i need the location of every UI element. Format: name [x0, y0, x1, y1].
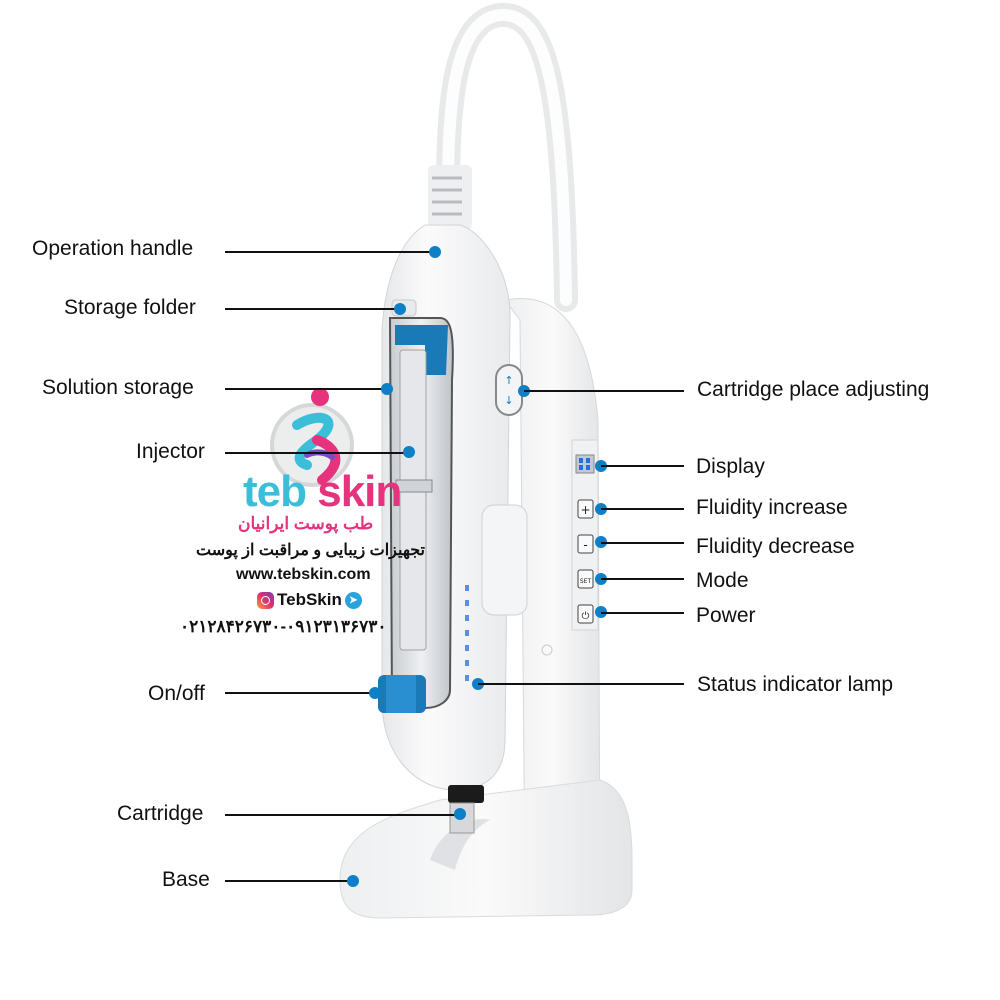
leader-line — [225, 814, 460, 816]
brand-name-teb: teb — [243, 467, 318, 516]
leader-line — [225, 452, 409, 454]
callout-dot — [381, 383, 393, 395]
handle-clip — [481, 504, 528, 616]
brand-social[interactable]: TebSkin ➤ — [257, 590, 362, 610]
label-display: Display — [696, 455, 765, 478]
svg-text:↑: ↑ — [504, 374, 513, 387]
leader-line — [601, 465, 684, 467]
brand-name: teb skin — [243, 467, 402, 516]
brand-website[interactable]: www.tebskin.com — [236, 566, 371, 583]
svg-text:⏻: ⏻ — [582, 611, 590, 622]
label-fluidity-decrease: Fluidity decrease — [696, 535, 855, 558]
leader-line — [601, 578, 684, 580]
label-injector: Injector — [136, 440, 205, 463]
callout-dot — [429, 246, 441, 258]
label-status-indicator-lamp: Status indicator lamp — [697, 673, 894, 696]
label-storage-folder: Storage folder — [64, 296, 196, 319]
status-indicator-lamps — [465, 585, 469, 681]
social-handle: TebSkin — [277, 590, 342, 609]
mode-button — [577, 569, 594, 589]
label-on-off: On/off — [148, 682, 205, 705]
leader-line — [601, 612, 684, 614]
leader-line — [225, 388, 387, 390]
fluidity-decrease-button — [577, 534, 594, 554]
cartridge-collar — [448, 785, 484, 803]
label-cartridge: Cartridge — [117, 802, 204, 825]
svg-text:-: - — [583, 538, 587, 552]
leader-line — [225, 880, 353, 882]
label-base: Base — [162, 868, 210, 891]
brand-subtitle: تجهیزات زیبایی و مراقبت از پوست — [196, 542, 425, 559]
svg-text:+: + — [580, 503, 590, 517]
callout-dot — [369, 687, 381, 699]
leader-line — [225, 692, 375, 694]
leader-line — [601, 542, 684, 544]
telegram-icon: ➤ — [344, 591, 362, 609]
callout-dot — [347, 875, 359, 887]
base — [339, 779, 633, 919]
brand-logo-icon — [270, 388, 354, 487]
label-power: Power — [696, 604, 756, 627]
fluidity-increase-button — [577, 499, 594, 519]
injector — [399, 349, 427, 651]
instagram-icon — [257, 591, 274, 609]
leader-line — [524, 390, 684, 392]
label-solution-storage: Solution storage — [42, 376, 194, 399]
callout-dot — [394, 303, 406, 315]
brand-name-skin: skin — [317, 467, 402, 516]
leader-line — [225, 251, 435, 253]
power-button — [577, 604, 594, 624]
leader-line — [225, 308, 400, 310]
leader-line — [478, 683, 684, 685]
leader-line — [601, 508, 684, 510]
svg-text:↓: ↓ — [504, 394, 513, 407]
cable-strain-relief — [428, 165, 472, 230]
label-cartridge-place-adjusting: Cartridge place adjusting — [697, 378, 930, 401]
callout-dot — [403, 446, 415, 458]
label-mode: Mode — [696, 569, 749, 592]
label-operation-handle: Operation handle — [32, 237, 194, 260]
callout-dot — [454, 808, 466, 820]
label-fluidity-increase: Fluidity increase — [696, 496, 848, 519]
display-screen — [575, 454, 595, 474]
svg-text:SET: SET — [580, 578, 592, 585]
brand-phone-numbers: ۰۲۱۲۸۴۲۶۷۳۰-۰۹۱۲۳۱۳۶۷۳۰ — [180, 617, 387, 636]
brand-tagline: طب پوست ایرانیان — [238, 514, 374, 533]
